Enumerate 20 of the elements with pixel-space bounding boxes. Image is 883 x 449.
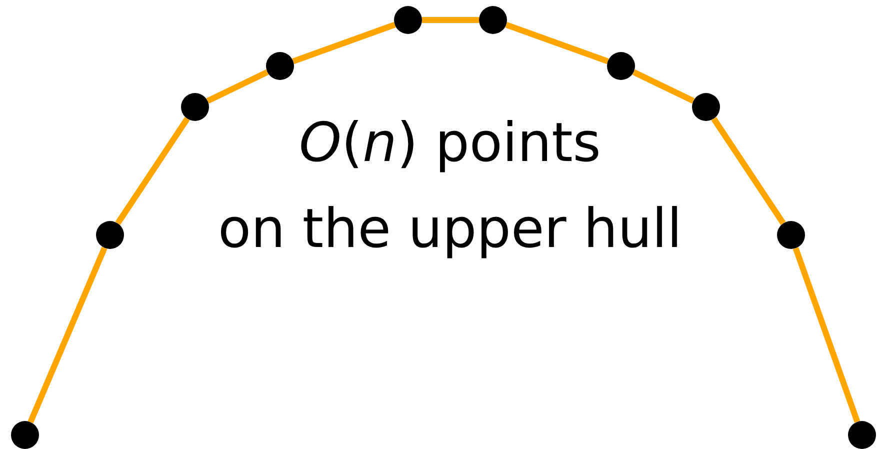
point-dot [777, 221, 805, 249]
annotation-text: O(n) points on the upper hull [216, 110, 684, 262]
hull-edge-line [28, 246, 108, 424]
hull-edge-line [292, 22, 396, 64]
point-dot [394, 6, 422, 34]
hull-edge-line [115, 117, 190, 225]
point-dot [181, 93, 209, 121]
hull-edge-line [711, 117, 786, 225]
point-dot [96, 221, 124, 249]
hull-edge-line [422, 17, 479, 23]
hull-edge-line [505, 22, 609, 64]
point-dot [848, 421, 876, 449]
point-dot [266, 52, 294, 80]
hull-edge-line [792, 247, 860, 423]
point-dot [692, 93, 720, 121]
hull-edge-line [632, 69, 695, 104]
point-dot [11, 421, 39, 449]
point-dot [607, 52, 635, 80]
point-dot [479, 6, 507, 34]
hull-edge-line [206, 69, 269, 104]
